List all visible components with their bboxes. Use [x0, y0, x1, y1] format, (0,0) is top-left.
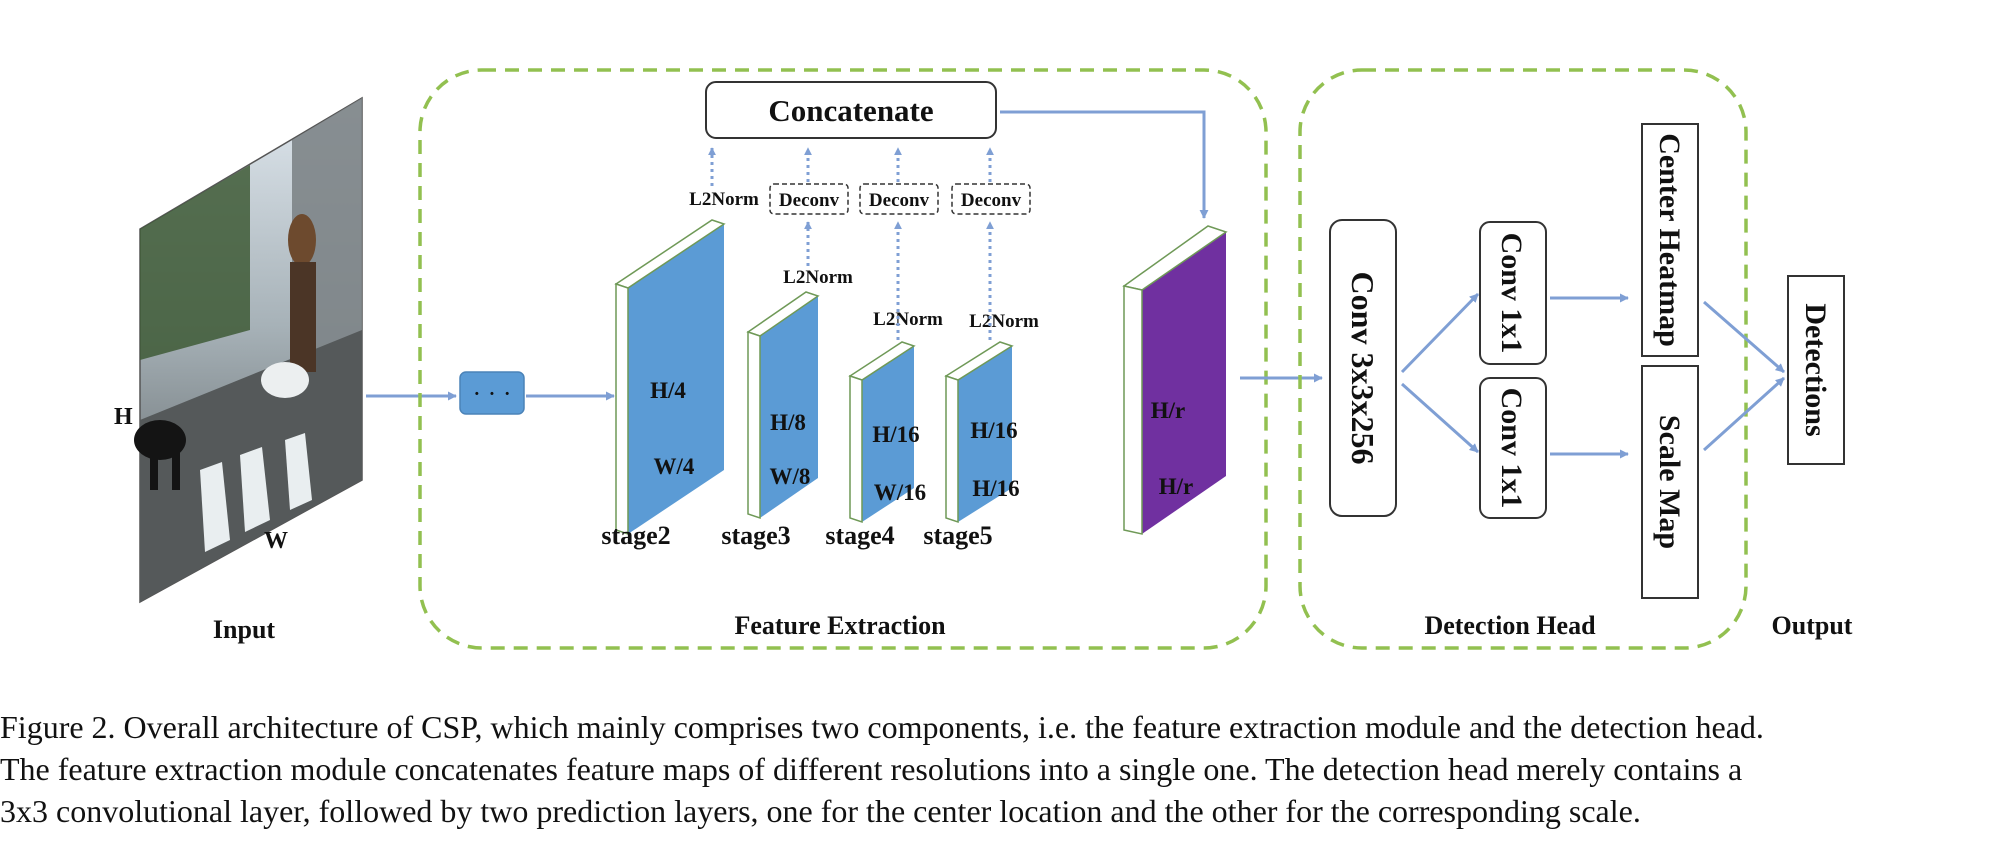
stage4-w-label: W/16 — [874, 480, 926, 505]
deconv-box-stage3 — [769, 183, 849, 215]
conv3x3-box — [1329, 219, 1397, 517]
l2norm-label-stage4: L2Norm — [873, 309, 943, 330]
conv1x1-bottom-label: Conv 1x1 — [1495, 388, 1528, 509]
stage4-h-label: H/16 — [872, 422, 919, 447]
stage2-h-label: H/4 — [650, 378, 686, 403]
deconv-label-stage4: Deconv — [869, 190, 930, 211]
conv1x1-top-label: Conv 1x1 — [1495, 233, 1528, 354]
arrow-conv3-to-conv1-top — [1400, 292, 1480, 374]
stage5-w-label: H/16 — [972, 476, 1019, 501]
detections-box — [1787, 275, 1845, 465]
l2norm-label-stage5: L2Norm — [969, 311, 1039, 332]
dotted-connectors — [708, 147, 994, 340]
feature-extraction-group — [418, 68, 1268, 650]
input-height-label: H — [114, 404, 133, 430]
arrow-scale-to-detections — [1702, 376, 1786, 452]
caption-line-3: 3x3 convolutional layer, followed by two… — [0, 793, 1641, 829]
deconv-box-stage5 — [951, 183, 1031, 215]
deconv-label-stage3: Deconv — [779, 190, 840, 211]
concatenate-label: Concatenate — [768, 93, 933, 128]
stage2-feature-map — [614, 219, 726, 536]
stage3-name: stage3 — [721, 521, 790, 550]
stage5-feature-map — [944, 341, 1014, 524]
detection-head-title: Detection Head — [1424, 611, 1596, 640]
stage2-w-label: W/4 — [654, 454, 695, 479]
feature-extraction-title: Feature Extraction — [734, 611, 946, 640]
l2norm-label-stage3: L2Norm — [783, 267, 853, 288]
center-heatmap-box — [1641, 123, 1699, 357]
l2norm-label-stage2: L2Norm — [689, 189, 759, 210]
stage5-label: stage5 — [923, 521, 992, 550]
arrow-concatenate-to-fused — [1000, 110, 1209, 219]
scale-map-box — [1641, 365, 1699, 599]
scale-map-label: Scale Map — [1653, 415, 1686, 549]
ellipsis-block: · · · — [459, 371, 525, 415]
ellipsis-text: · · · — [473, 379, 512, 408]
stage3-feature-map — [746, 291, 820, 520]
arrow-conv3-to-conv1-bottom — [1400, 382, 1480, 454]
fused-w-label: H/r — [1159, 474, 1194, 499]
stage3-w-label: W/8 — [770, 464, 811, 489]
concatenate-box — [705, 81, 997, 139]
conv1x1-top-box — [1479, 221, 1547, 365]
fused-h-label: H/r — [1151, 398, 1186, 423]
input-label: Input — [213, 615, 275, 644]
input-image — [134, 96, 363, 604]
conv3x3-label: Conv 3x3x256 — [1345, 272, 1381, 465]
figure-caption: Figure 2. Overall architecture of CSP, w… — [0, 706, 1996, 832]
caption-line-1: Figure 2. Overall architecture of CSP, w… — [0, 709, 1764, 745]
deconv-box-stage4 — [859, 183, 939, 215]
output-label: Output — [1772, 611, 1853, 640]
architecture-diagram: H W Input · · · Feature Extraction Conca… — [114, 68, 1853, 650]
stage4-label: stage4 — [825, 521, 894, 550]
stage2-label: stage2 — [601, 521, 670, 550]
arrow-center-to-detections — [1703, 300, 1785, 374]
caption-line-2: The feature extraction module concatenat… — [0, 751, 1743, 787]
center-heatmap-label: Center Heatmap — [1653, 133, 1686, 347]
stage5-h-label: H/16 — [970, 418, 1017, 443]
deconv-label-stage5: Deconv — [961, 190, 1022, 211]
detections-label: Detections — [1799, 303, 1832, 436]
stage3-h-label: H/8 — [770, 410, 806, 435]
fused-feature-map — [1122, 225, 1228, 535]
conv1x1-bottom-box — [1479, 377, 1547, 519]
input-width-label: W — [264, 528, 288, 554]
detection-head-group — [1298, 68, 1748, 650]
stage4-feature-map — [848, 341, 916, 524]
